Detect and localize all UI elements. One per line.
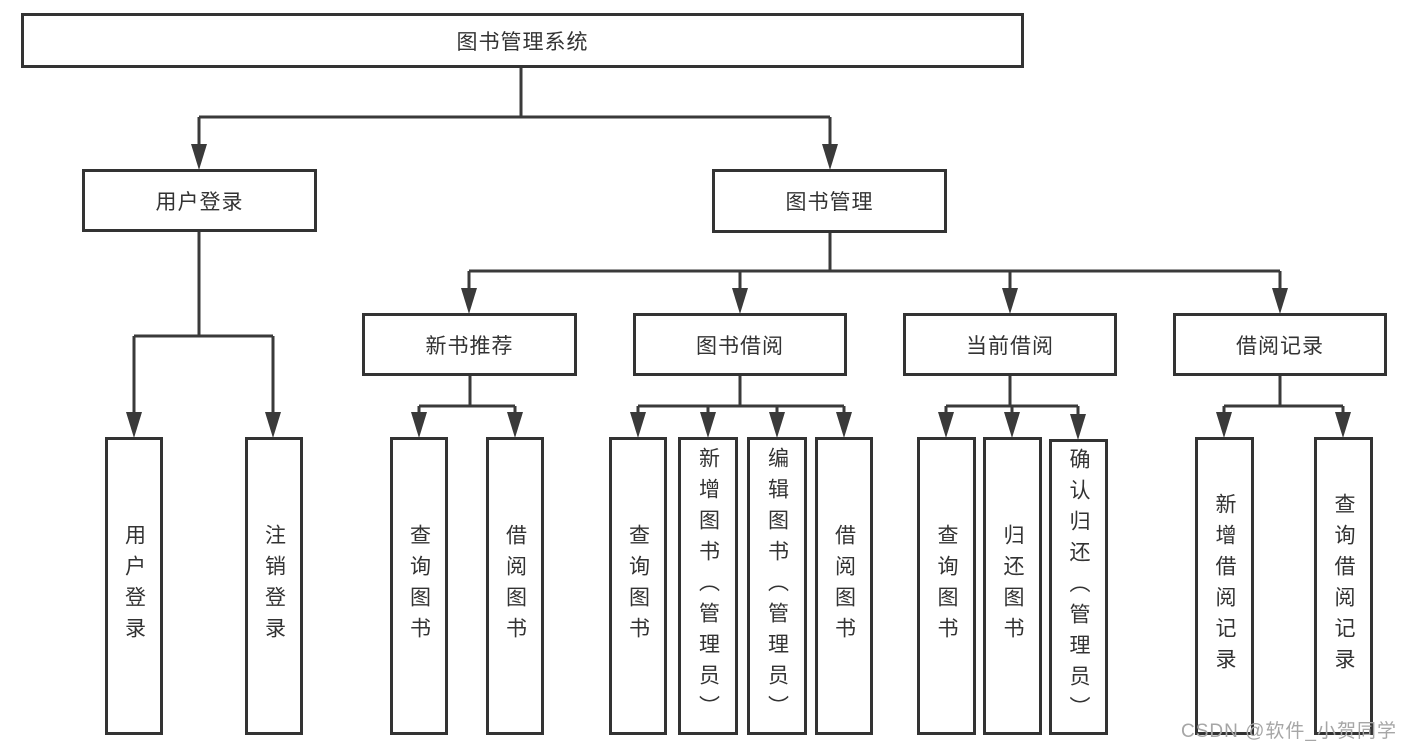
- node-book-management: 图书管理: [712, 169, 947, 233]
- leaf-query-borrow-record: 查询借阅记录: [1314, 437, 1373, 735]
- leaf-query-books-borrow: 查询图书: [609, 437, 667, 735]
- leaf-add-books-admin-label: 新增图书（管理员）: [696, 446, 720, 726]
- leaf-borrow-books-recommend: 借阅图书: [486, 437, 544, 735]
- node-current-borrowing: 当前借阅: [903, 313, 1117, 376]
- leaf-query-borrow-record-label: 查询借阅记录: [1332, 493, 1355, 679]
- leaf-query-books-recommend: 查询图书: [390, 437, 448, 735]
- leaf-logout-label: 注销登录: [262, 524, 286, 648]
- leaf-borrow-books-recommend-label: 借阅图书: [503, 524, 527, 648]
- leaf-add-books-admin: 新增图书（管理员）: [678, 437, 738, 735]
- leaf-confirm-return-admin-label: 确认归还（管理员）: [1067, 447, 1090, 727]
- node-book-borrowing-label: 图书借阅: [696, 334, 784, 358]
- node-new-book-recommend: 新书推荐: [362, 313, 577, 376]
- leaf-borrow-books-label: 借阅图书: [832, 524, 856, 648]
- leaf-borrow-books: 借阅图书: [815, 437, 873, 735]
- leaf-add-borrow-record-label: 新增借阅记录: [1213, 493, 1236, 679]
- leaf-query-books-recommend-label: 查询图书: [407, 524, 431, 648]
- leaf-return-books: 归还图书: [983, 437, 1042, 735]
- leaf-return-books-label: 归还图书: [1001, 524, 1024, 648]
- leaf-query-books-current: 查询图书: [917, 437, 976, 735]
- node-borrowing-records-label: 借阅记录: [1236, 334, 1324, 358]
- leaf-query-books-borrow-label: 查询图书: [626, 524, 650, 648]
- node-user-login-label: 用户登录: [155, 190, 244, 214]
- leaf-user-login-label: 用户登录: [122, 524, 146, 648]
- leaf-edit-books-admin: 编辑图书（管理员）: [747, 437, 807, 735]
- leaf-query-books-current-label: 查询图书: [935, 524, 958, 648]
- node-root-label: 图书管理系统: [456, 30, 589, 54]
- csdn-watermark: CSDN @软件_小贺同学: [1181, 721, 1397, 742]
- node-root: 图书管理系统: [21, 13, 1024, 68]
- leaf-edit-books-admin-label: 编辑图书（管理员）: [765, 446, 789, 726]
- leaf-logout: 注销登录: [245, 437, 303, 735]
- leaf-confirm-return-admin: 确认归还（管理员）: [1049, 439, 1108, 735]
- node-current-borrowing-label: 当前借阅: [966, 334, 1054, 358]
- node-borrowing-records: 借阅记录: [1173, 313, 1387, 376]
- node-user-login: 用户登录: [82, 169, 317, 232]
- node-new-book-recommend-label: 新书推荐: [425, 334, 514, 358]
- leaf-add-borrow-record: 新增借阅记录: [1195, 437, 1254, 735]
- node-book-borrowing: 图书借阅: [633, 313, 847, 376]
- leaf-user-login: 用户登录: [105, 437, 163, 735]
- node-book-management-label: 图书管理: [785, 191, 874, 214]
- arrowhead-icons: [126, 144, 1351, 440]
